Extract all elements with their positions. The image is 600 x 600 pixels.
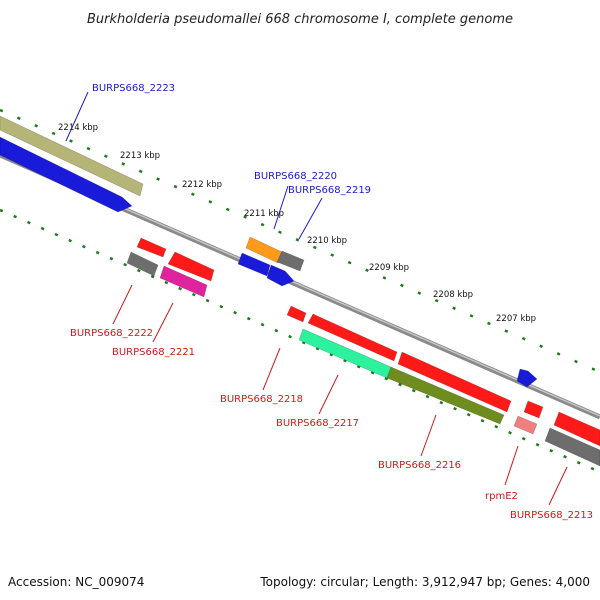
gene-label[interactable]: BURPS668_2222 bbox=[70, 328, 153, 339]
gene-feature[interactable] bbox=[286, 305, 307, 323]
gene-feature[interactable] bbox=[167, 251, 215, 282]
gene-feature[interactable] bbox=[266, 264, 295, 287]
tick-label: 2208 kbp bbox=[433, 290, 473, 300]
label-leaders bbox=[65, 91, 568, 506]
gene-label[interactable]: rpmE2 bbox=[485, 491, 518, 502]
inner-tick-ruler bbox=[0, 208, 600, 474]
tick-label: 2211 kbp bbox=[244, 209, 284, 219]
tick-label: 2209 kbp bbox=[369, 263, 409, 273]
accession-text: Accession: NC_009074 bbox=[8, 575, 145, 589]
gene-feature[interactable] bbox=[159, 265, 208, 298]
tick-label: 2207 kbp bbox=[496, 314, 536, 324]
gene-label[interactable]: BURPS668_2216 bbox=[378, 460, 461, 471]
gene-feature[interactable] bbox=[237, 252, 271, 277]
gene-label[interactable]: BURPS668_2221 bbox=[112, 347, 195, 358]
gene-feature[interactable] bbox=[386, 366, 505, 425]
gene-feature[interactable] bbox=[544, 427, 600, 467]
gene-feature[interactable] bbox=[0, 136, 133, 213]
gene-label[interactable]: BURPS668_2218 bbox=[220, 394, 303, 405]
gene-label[interactable]: BURPS668_2217 bbox=[276, 418, 359, 429]
gene-feature[interactable] bbox=[397, 351, 512, 413]
gene-feature[interactable] bbox=[276, 250, 305, 272]
tick-label: 2212 kbp bbox=[182, 180, 222, 190]
gene-feature[interactable] bbox=[136, 237, 167, 258]
gene-feature[interactable] bbox=[553, 411, 600, 447]
gene-label[interactable]: BURPS668_2220 bbox=[254, 171, 337, 182]
genome-summary-text: Topology: circular; Length: 3,912,947 bp… bbox=[260, 575, 590, 589]
gene-feature[interactable] bbox=[245, 236, 283, 264]
gene-feature[interactable] bbox=[126, 251, 159, 277]
tick-label: 2213 kbp bbox=[120, 151, 160, 161]
gene-feature[interactable] bbox=[516, 368, 538, 388]
gene-feature[interactable] bbox=[513, 415, 538, 435]
gene-feature[interactable] bbox=[523, 400, 544, 419]
gene-feature[interactable] bbox=[0, 115, 144, 197]
gene-features bbox=[0, 115, 600, 467]
gene-feature[interactable] bbox=[307, 313, 398, 362]
tick-label: 2210 kbp bbox=[307, 236, 347, 246]
map-title: Burkholderia pseudomallei 668 chromosome… bbox=[87, 12, 513, 27]
gene-label[interactable]: BURPS668_2213 bbox=[510, 510, 593, 521]
tick-label: 2214 kbp bbox=[58, 123, 98, 133]
gene-label[interactable]: BURPS668_2223 bbox=[92, 83, 175, 94]
gene-label[interactable]: BURPS668_2219 bbox=[288, 185, 371, 196]
